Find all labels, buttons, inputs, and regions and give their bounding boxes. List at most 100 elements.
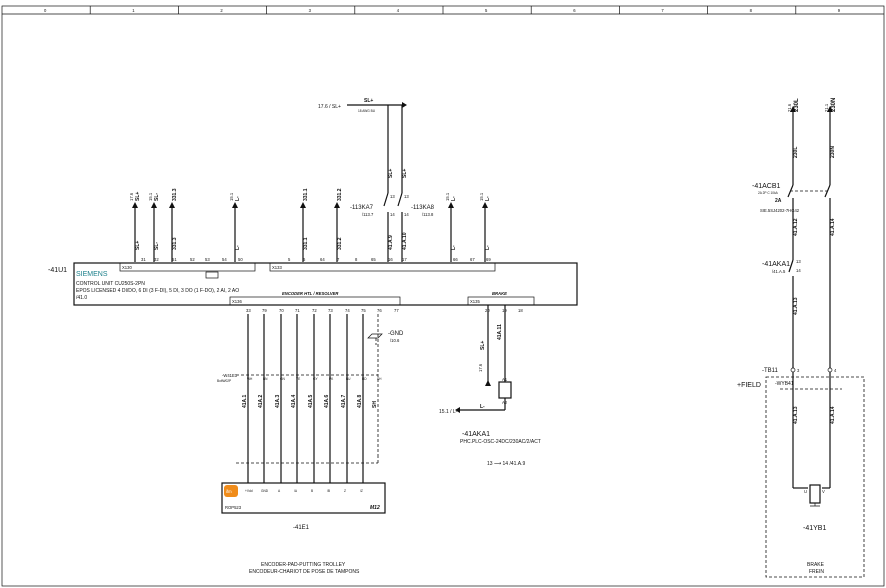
encoder-wires: WH41A.1BN41A.2GN41A.3YE41A.4GY41A.5PK41A… [242,314,382,483]
wire-label: L- [485,245,491,250]
sheet-frame [1,5,885,587]
encoder-pin: Z [344,489,346,493]
x133-pin: 64 [320,257,325,262]
gnd-tag: -GND [388,331,404,337]
column-number: 1 [132,8,135,13]
relay-desc: PHC.PLC-OSC-24DC/230AC/2/ACT [460,439,541,445]
x133-pin: 8 [355,257,358,262]
wire-ref: 15.1 [229,192,234,201]
wire-label: L- [235,245,241,250]
drive-line3: /41.0 [76,295,87,301]
wire-label: SL+ [135,241,141,250]
wire-arrow [334,202,340,208]
x133-pin: 16 [388,257,393,262]
ka1-tag: -41AKA1 [762,261,790,268]
wire-arrow [151,202,157,208]
wire-color: BN [263,377,268,381]
wire-label: 331.2 [337,237,343,250]
wire-net: 331.2 [337,188,343,201]
ifm-logo [224,485,238,497]
ka8-tag: -113KA8 [411,205,435,211]
brake-coil-yb [809,484,821,504]
relay-supply-label: SL+ [388,169,394,178]
ka8-t14: 14 [404,212,409,217]
encoder-pin: +Vdd [245,489,253,493]
encoder-model: ROP523 [225,505,242,510]
wire-color: YE [296,377,300,381]
tb-tag: -TB11 [762,368,779,374]
encoder-wire-label: 41A.4 [291,394,297,408]
gnd-symbol: -GND /10.6 [367,331,404,345]
brake-lminus: L- [480,404,485,410]
field-box [765,376,865,578]
ka1-ref: /41.A.5 [772,269,786,274]
encoder-desc1: ENCODER-PAD-PUTTING TROLLEY [261,562,346,568]
ka7-t13: 13 [390,194,395,199]
gnd-ref: /10.6 [390,338,400,343]
x136-pin: 73 [328,308,333,313]
wire-net: L- [451,196,457,201]
cable-w41e1: -W41E1 BoltW02P [217,373,379,464]
encoder-pin: B [311,489,313,493]
breaker-note: 2A 2P C 10kA [758,191,779,195]
column-number: 5 [485,8,488,13]
tb-4: 4 [834,368,837,373]
drive-tag: -41U1 [48,267,67,274]
x136-pin: 74 [345,308,350,313]
encoder-wire-label: 41A.5 [308,394,314,408]
brake-branch: 41A.11 SL+ 17.6 A1 A2 15.1 / L- L- -41AK… [439,305,541,467]
encoder-pin: /Z [360,489,363,493]
encoder-wire-label: 41A.8 [357,394,363,408]
column-number: 7 [661,8,664,13]
x133-label: X133 [272,265,282,270]
x130-pin: 31 [141,257,146,262]
wire-12: 41.A.12 [793,218,799,236]
wire-net: 331.3 [172,188,178,201]
wire-label: SL- [154,242,160,250]
coil-u: U [804,489,807,494]
brake-label: BRAKE [807,562,825,568]
field-label: +FIELD [737,382,761,389]
ka7-tag: -113KA7 [350,205,374,211]
x130-pin: 53 [205,257,210,262]
wire-arrow [132,202,138,208]
ka1-t14: 14 [796,268,801,273]
breaker-spec: 2A [775,198,782,204]
wire-label: 331.3 [172,237,178,250]
frein-label: FREIN [809,569,824,575]
l-ref: 21.6 [787,103,792,112]
wire-net: SL- [154,193,160,201]
wire-color: SH [377,377,382,381]
relay-113ka8: -113KA8 /113.8 13 14 [397,192,435,262]
drive-line2: EPOS LICENSED 4 DI/DO, 6 DI (3 F-DI), 5 … [76,288,239,294]
l-net: 230L [794,98,800,112]
coil-a1: A1 [502,377,508,382]
tb-3: 3 [797,368,800,373]
wire-label: 331.1 [303,237,309,250]
siemens-logo: SIEMENS [76,271,108,278]
x133-pin: 7 [337,257,340,262]
wire-arrow [169,202,175,208]
ka8-t13: 13 [404,194,409,199]
column-number: 9 [838,8,841,13]
wire-color: RD [362,377,367,381]
x136-pin: 77 [394,308,399,313]
x136-pin: 79 [262,308,267,313]
yb-tag: -41YB1 [803,525,826,532]
n-net: 230N [831,98,837,112]
encoder-desc2: ENCODEUR-CHARIOT DE POSE DE TAMPONS [249,569,360,575]
wire-net: 331.1 [303,188,309,201]
x135-pin: 18 [518,308,523,313]
x136-label: X136 [232,299,242,304]
encoder-pin: GND [261,489,269,493]
x130-pin: 54 [222,257,227,262]
brake-wire: 41A.11 [497,324,503,340]
cable-tag: -W41E1 [222,373,238,378]
x133-pin: 65 [371,257,376,262]
n-ref: 21.1 [824,103,829,112]
x130-pin: 50 [238,257,243,262]
column-number: 6 [573,8,576,13]
